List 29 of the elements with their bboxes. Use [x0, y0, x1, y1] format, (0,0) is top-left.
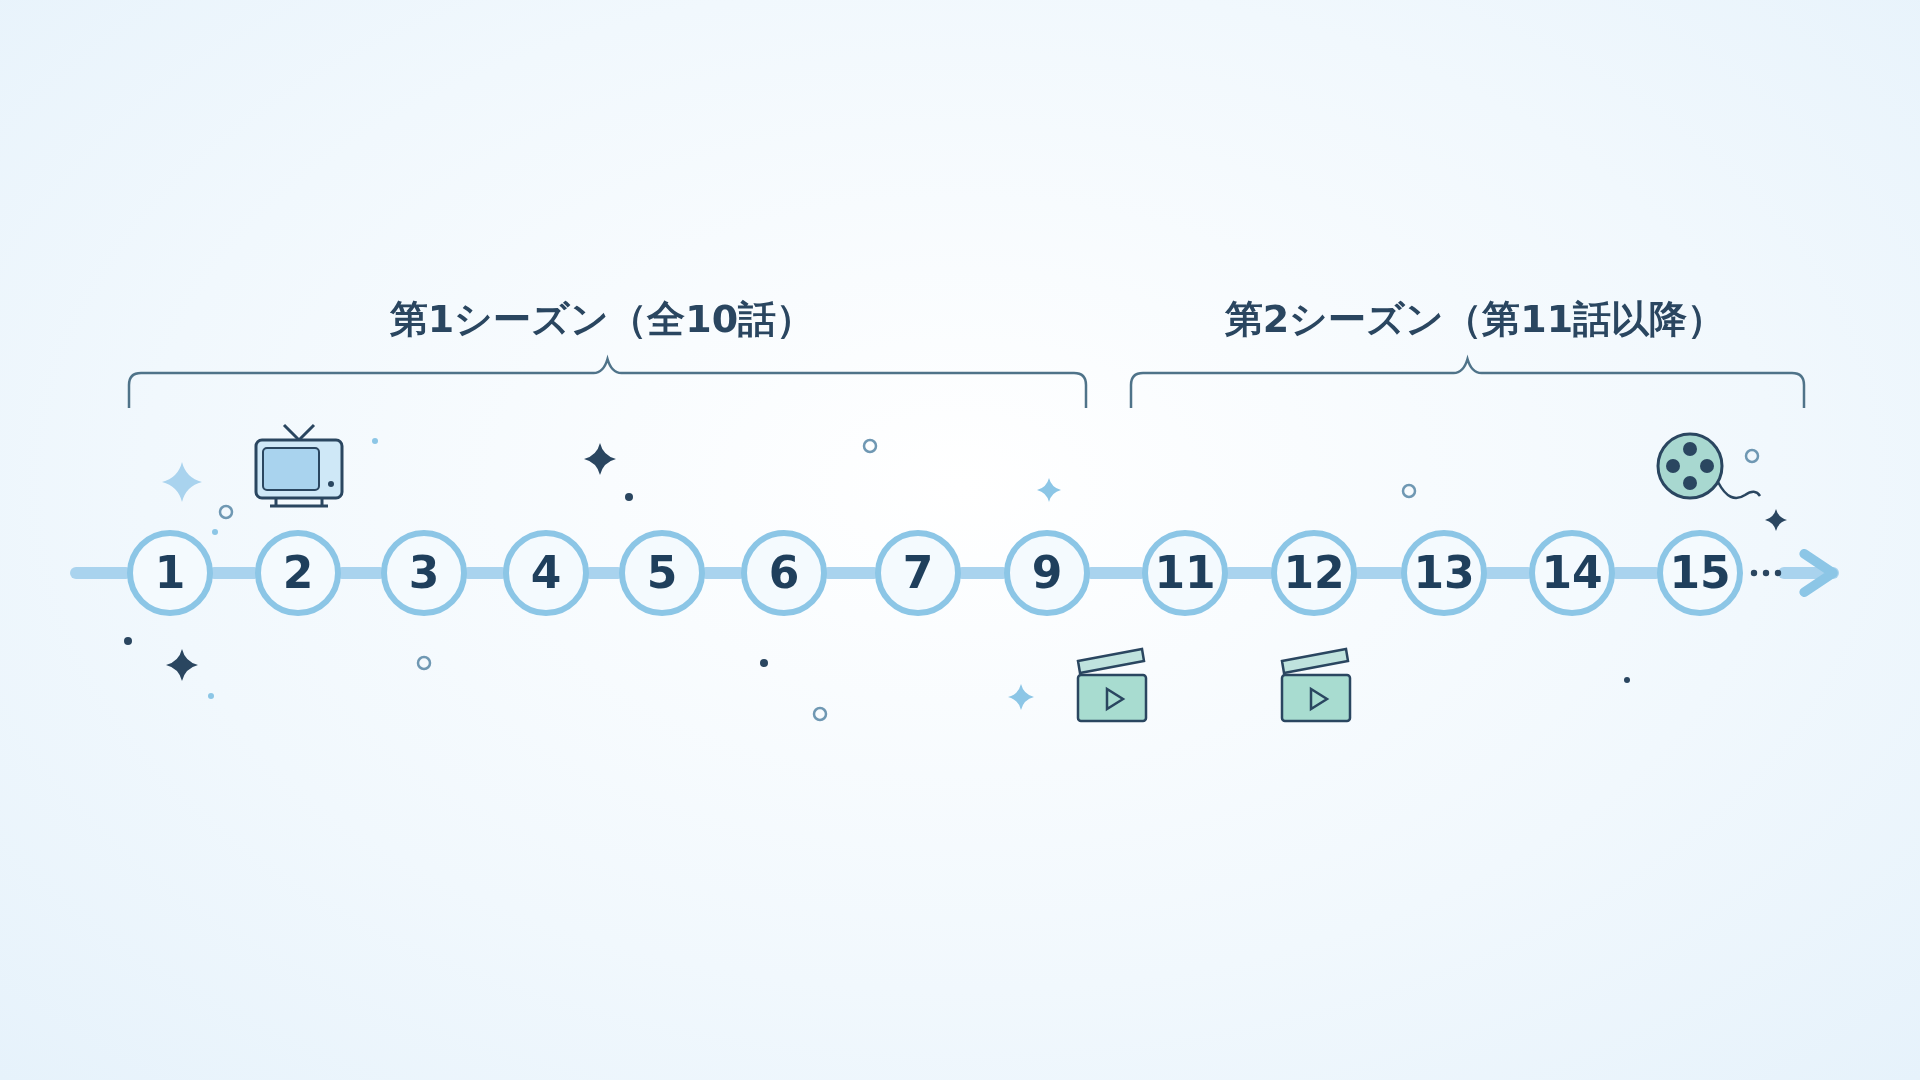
episode-circle: [874, 529, 962, 617]
episode-number: 15: [1669, 551, 1731, 595]
episode-number: 3: [408, 551, 440, 595]
episode-circle: [1270, 529, 1358, 617]
episode-circle: [502, 529, 590, 617]
season-heading: 第1シーズン（全10話）: [389, 296, 815, 343]
episode-number: 12: [1283, 551, 1345, 595]
episode-number: 7: [902, 551, 934, 595]
episode-number: 9: [1031, 551, 1063, 595]
episode-number: 14: [1541, 551, 1603, 595]
episode-number: 5: [646, 551, 678, 595]
season-heading: 第2シーズン（第11話以降）: [1224, 296, 1726, 343]
episode-number: 11: [1154, 551, 1216, 595]
episode-circle: [618, 529, 706, 617]
episode-circle: [1656, 529, 1744, 617]
episode-circle: [1003, 529, 1091, 617]
episode-circle: [1141, 529, 1229, 617]
episode-number: 13: [1413, 551, 1475, 595]
episode-circle: [1528, 529, 1616, 617]
episode-circle: [740, 529, 828, 617]
episode-number: 2: [282, 551, 314, 595]
episode-circle: [1400, 529, 1488, 617]
episode-circle: [380, 529, 468, 617]
episode-number: 6: [768, 551, 800, 595]
episode-number: 4: [530, 551, 562, 595]
arrow: [1778, 549, 1839, 597]
episode-circle: [126, 529, 214, 617]
episode-circle: [254, 529, 342, 617]
episode-number: 1: [154, 551, 186, 595]
